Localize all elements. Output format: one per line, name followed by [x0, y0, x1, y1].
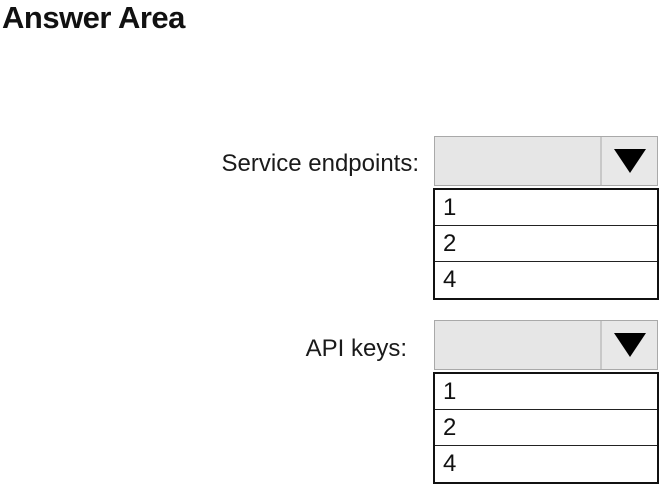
service-endpoints-options-list: 1 2 4: [433, 188, 659, 300]
service-endpoints-option-2[interactable]: 2: [435, 226, 657, 262]
api-keys-selected-value[interactable]: [435, 321, 600, 369]
api-keys-dropdown[interactable]: [434, 320, 658, 370]
api-keys-option-1[interactable]: 1: [435, 374, 657, 410]
triangle-down-icon: [614, 149, 646, 173]
triangle-down-icon: [614, 333, 646, 357]
api-keys-options-list: 1 2 4: [433, 372, 659, 484]
service-endpoints-option-4[interactable]: 4: [443, 266, 457, 293]
service-endpoints-selected-value[interactable]: [435, 137, 600, 185]
service-endpoints-option-1[interactable]: 1: [435, 190, 657, 226]
service-endpoints-label: Service endpoints:: [221, 150, 419, 177]
service-endpoints-dropdown-button[interactable]: [600, 137, 657, 185]
answer-area-title: Answer Area: [2, 0, 185, 35]
api-keys-option-4[interactable]: 4: [443, 450, 457, 477]
api-keys-dropdown-button[interactable]: [600, 321, 657, 369]
api-keys-label: API keys:: [305, 335, 407, 362]
service-endpoints-dropdown[interactable]: [434, 136, 658, 186]
api-keys-option-2[interactable]: 2: [435, 410, 657, 446]
